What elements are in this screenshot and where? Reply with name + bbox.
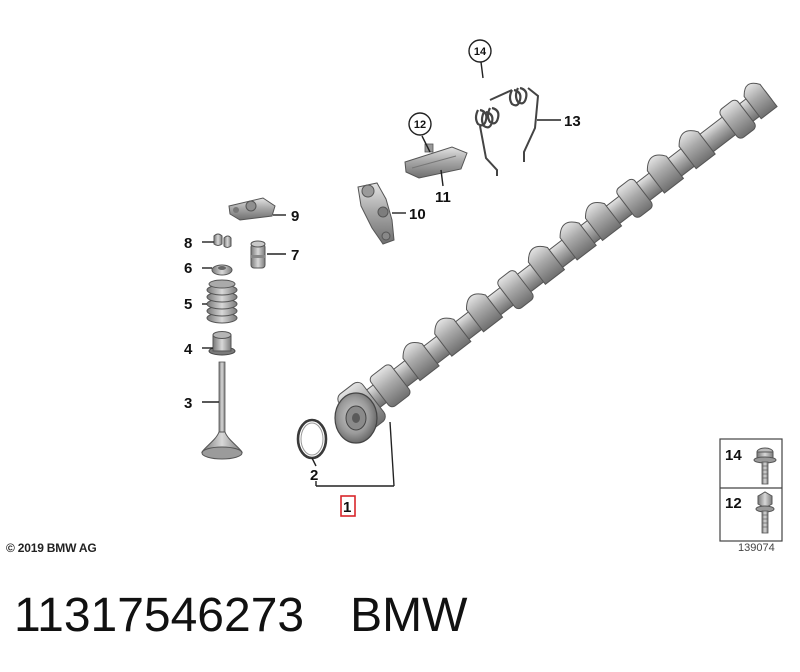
- valve-cotters: [213, 233, 232, 248]
- o-ring: [296, 418, 328, 460]
- callout-4: 4: [184, 341, 193, 358]
- torsion-spring: [474, 86, 540, 176]
- callout-6: 6: [184, 260, 192, 277]
- fastener-legend: 14 12: [719, 438, 783, 542]
- callout-9: 9: [291, 208, 299, 225]
- callout-12: 12: [414, 119, 426, 131]
- figure-id: 139074: [738, 542, 775, 554]
- highlight-box: [340, 495, 356, 517]
- callout-14: 14: [474, 46, 487, 58]
- copyright-notice: © 2019 BMW AG: [6, 541, 97, 555]
- callout-7: 7: [291, 247, 299, 264]
- callout-2: 2: [310, 467, 318, 484]
- brand-name: BMW: [350, 589, 468, 642]
- legend-label-12: 12: [725, 495, 742, 512]
- part-number-line: 11317546273 BMW: [14, 588, 467, 643]
- spring-retainer: [211, 264, 233, 276]
- gate-block: [404, 143, 468, 179]
- valve-stem-seal: [208, 331, 236, 356]
- valve: [201, 361, 243, 460]
- part-number: 11317546273: [14, 589, 305, 642]
- bolt-12-icon: [755, 491, 775, 534]
- callout-11: 11: [435, 189, 451, 206]
- callout-5: 5: [184, 296, 192, 313]
- callout-labels: 1 2 3 4 5 6 8 7 9 10 11 13 12 14: [184, 39, 581, 517]
- valve-spring: [206, 279, 238, 324]
- hydraulic-lifter: [250, 240, 266, 269]
- intermediate-lever: [357, 182, 395, 245]
- callout-8: 8: [184, 235, 192, 252]
- camshaft: [334, 82, 778, 444]
- callout-3: 3: [184, 395, 192, 412]
- legend-label-14: 14: [725, 447, 742, 464]
- leader-lines: [202, 61, 561, 487]
- callout-13: 13: [564, 113, 581, 130]
- roller-finger-follower: [228, 197, 276, 221]
- callout-1: 1: [343, 499, 351, 516]
- bolt-14-icon: [753, 447, 777, 485]
- callout-10: 10: [409, 206, 426, 223]
